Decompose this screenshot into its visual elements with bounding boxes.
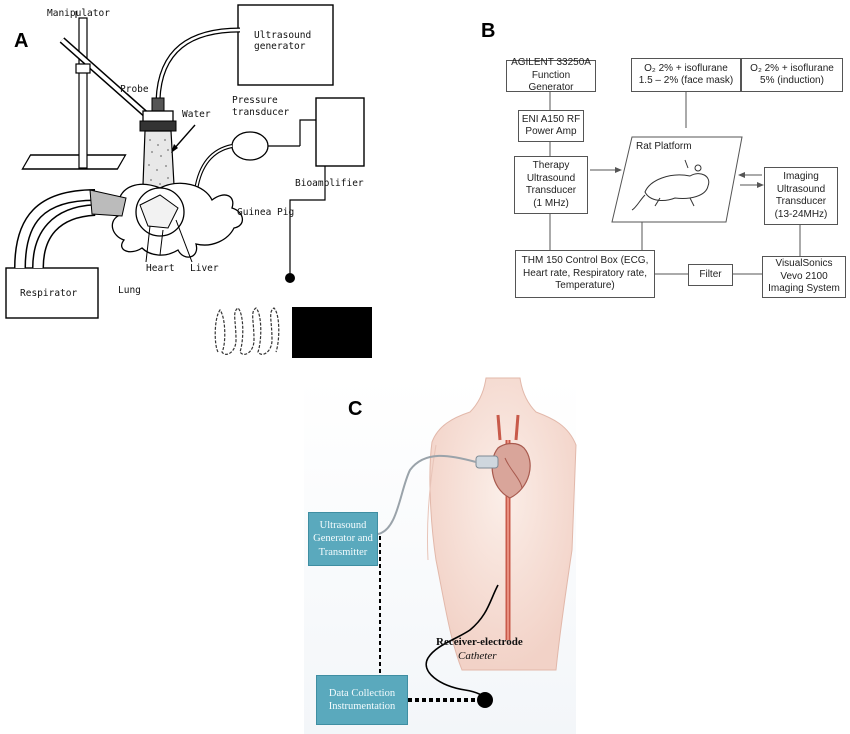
manipulator-label: Manipulator	[47, 8, 110, 19]
filter-box: Filter	[688, 264, 733, 286]
panel-c-letter: C	[348, 398, 363, 420]
power-amp-label: ENI A150 RF Power Amp	[521, 113, 581, 138]
function-generator-box: AGILENT 33250A Function Generator	[506, 57, 596, 94]
bioamplifier-label: Bioamplifier	[295, 178, 364, 189]
face-mask-label: O₂ 2% + isoflurane 1.5 – 2% (face mask)	[638, 62, 734, 87]
respirator-label: Respirator	[20, 288, 78, 299]
control-box-label: THM 150 Control Box (ECG, Heart rate, Re…	[521, 255, 649, 292]
power-amp-box: ENI A150 RF Power Amp	[518, 110, 584, 142]
lung-label: Lung	[118, 285, 141, 296]
imaging-system-label: VisualSonics Vevo 2100 Imaging System	[768, 258, 840, 295]
generator-box: Ultrasound Generator and Transmitter	[308, 512, 378, 566]
guinea-pig-label: Guinea Pig	[237, 207, 295, 218]
therapy-transducer-box: Therapy Ultrasound Transducer (1 MHz)	[514, 156, 588, 214]
catheter-label: Catheter	[458, 650, 497, 662]
function-generator-label: AGILENT 33250A Function Generator	[511, 57, 591, 94]
therapy-transducer-label: Therapy Ultrasound Transducer (1 MHz)	[525, 160, 577, 209]
imaging-transducer-label: Imaging Ultrasound Transducer (13-24MHz)	[774, 171, 828, 220]
heart-label: Heart	[146, 263, 175, 274]
panel-b-letter: B	[481, 20, 496, 42]
receiver-electrode-label: Receiver-electrode	[436, 636, 523, 648]
filter-label: Filter	[699, 268, 722, 280]
probe-label: Probe	[120, 84, 149, 95]
induction-label: O₂ 2% + isoflurane 5% (induction)	[750, 62, 834, 87]
ultrasound-generator-label: Ultrasound generator	[254, 30, 312, 53]
rat-platform-label: Rat Platform	[636, 141, 692, 152]
liver-label: Liver	[190, 263, 219, 274]
panel-b-connectors	[549, 92, 801, 275]
pressure-transducer-label: Pressure transducer	[232, 95, 290, 118]
induction-box: O₂ 2% + isoflurane 5% (induction)	[741, 58, 843, 92]
data-collection-label: Data Collection Instrumentation	[328, 687, 396, 712]
face-mask-box: O₂ 2% + isoflurane 1.5 – 2% (face mask)	[631, 58, 741, 92]
generator-label: Ultrasound Generator and Transmitter	[313, 520, 373, 558]
imaging-system-box: VisualSonics Vevo 2100 Imaging System	[762, 256, 846, 298]
panel-a-letter: A	[14, 30, 29, 52]
imaging-transducer-box: Imaging Ultrasound Transducer (13-24MHz)	[764, 167, 838, 225]
data-collection-box: Data Collection Instrumentation	[316, 675, 408, 725]
panel-a-drawing	[5, 4, 372, 358]
control-box: THM 150 Control Box (ECG, Heart rate, Re…	[515, 250, 655, 298]
water-label: Water	[182, 109, 211, 120]
